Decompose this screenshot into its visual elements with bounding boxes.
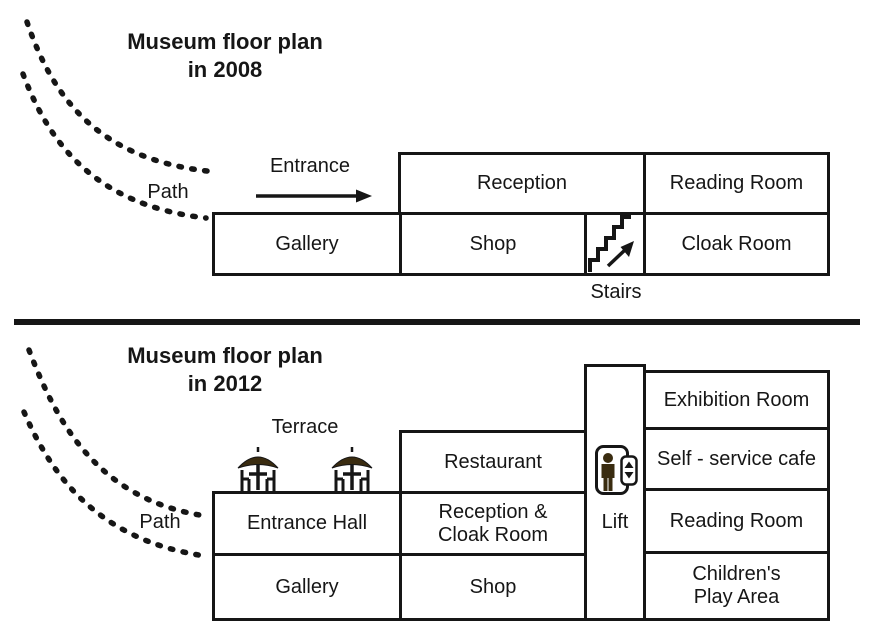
umbrella-table-icon	[237, 447, 279, 491]
plan-2008-title: Museum floor plan in 2008	[127, 29, 323, 82]
room-gallery-2008: Gallery	[212, 212, 402, 276]
section-divider	[14, 319, 860, 325]
room-reading-room-2008: Reading Room	[643, 152, 830, 215]
room-childrens-play-area: Children's Play Area	[643, 551, 830, 621]
path-label-2012: Path	[139, 511, 181, 533]
path-label-2008: Path	[147, 181, 189, 203]
room-entrance-hall: Entrance Hall	[212, 491, 402, 556]
terrace-label: Terrace	[271, 416, 339, 438]
room-exhibition-room: Exhibition Room	[643, 370, 830, 430]
umbrella-table-icon	[331, 447, 373, 491]
room-shop-2012: Shop	[399, 553, 587, 621]
stairs-cell	[584, 212, 646, 276]
lift-cell	[584, 364, 646, 621]
room-shop-2008: Shop	[399, 212, 587, 276]
room-self-service-cafe: Self - service cafe	[643, 427, 830, 491]
entrance-label: Entrance	[269, 155, 351, 177]
room-restaurant: Restaurant	[399, 430, 587, 494]
stairs-label: Stairs	[590, 281, 642, 303]
room-cloak-room: Cloak Room	[643, 212, 830, 276]
arrow-right-icon	[256, 189, 372, 203]
room-gallery-2012: Gallery	[212, 553, 402, 621]
path-dotted-curve-lower-2012	[21, 409, 208, 559]
plan-2012-title: Museum floor plan in 2012	[127, 343, 323, 396]
room-reception: Reception	[398, 152, 646, 215]
lift-label: Lift	[601, 511, 629, 533]
room-reading-room-2012: Reading Room	[643, 488, 830, 554]
room-reception-cloak-room: Reception & Cloak Room	[399, 491, 587, 556]
